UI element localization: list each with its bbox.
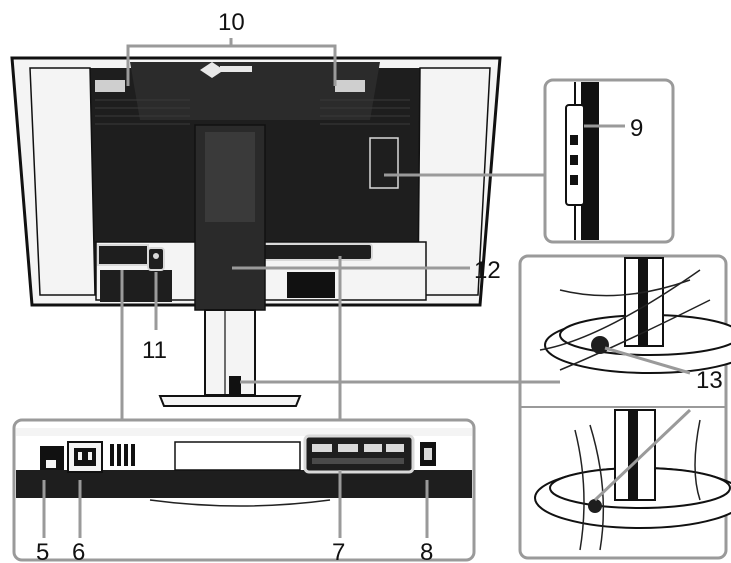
- power-switch: [40, 446, 64, 470]
- usb-upstream-port: [420, 442, 436, 466]
- brand-logo-icon: [200, 62, 252, 78]
- callout-10: 10: [218, 9, 245, 36]
- bottom-terminals-detail-panel: [12, 418, 476, 562]
- cable-holder-icon: [591, 336, 609, 354]
- callout-13: 13: [696, 367, 723, 394]
- callout-6: 6: [72, 539, 85, 563]
- rear-vents: [95, 99, 410, 125]
- callout-5: 5: [36, 539, 49, 563]
- cable-holder-view-top: [539, 257, 731, 374]
- handle-right: [335, 80, 365, 92]
- callout-12: 12: [474, 257, 501, 284]
- callout-7: 7: [332, 539, 345, 563]
- side-usb-detail-panel: [543, 78, 675, 244]
- power-inlet: [67, 441, 103, 473]
- callout-9: 9: [630, 115, 643, 142]
- leader-lines: [120, 38, 545, 420]
- input-terminal-strip: [257, 243, 373, 261]
- callout-labels: 10 9 12 11 13 5 6 7 8: [36, 9, 723, 563]
- cable-holder-detail-panel: [518, 254, 731, 560]
- callout-8: 8: [420, 539, 433, 563]
- callout-11: 11: [142, 337, 167, 364]
- handle-left: [95, 80, 125, 92]
- input-terminals: [303, 434, 415, 474]
